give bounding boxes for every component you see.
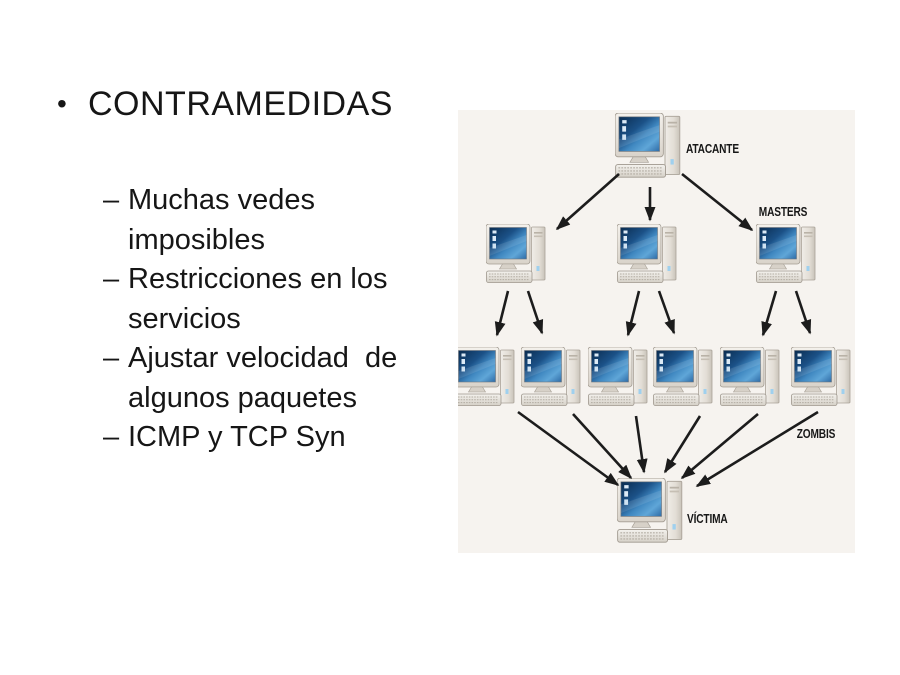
label-attacker: ATACANTE bbox=[686, 142, 739, 156]
item-dash-marker: – bbox=[103, 263, 120, 295]
pc-icon-zombie-6 bbox=[791, 347, 851, 406]
attack-arrows bbox=[494, 172, 819, 488]
title-row: • CONTRAMEDIDAS bbox=[57, 84, 393, 124]
label-zombies: ZOMBIS bbox=[797, 427, 836, 441]
label-victim: VÍCTIMA bbox=[687, 512, 728, 526]
item-line: ICMP y TCP Syn bbox=[128, 421, 346, 453]
pc-icon-zombie-2 bbox=[521, 347, 581, 406]
list-item: – Ajustar velocidad de algunos paquetes bbox=[103, 339, 443, 418]
ddos-diagram: ATACANTE MASTERS ZOMBIS VÍCTIMA bbox=[458, 113, 851, 543]
pc-icon-zombie-5 bbox=[720, 347, 780, 406]
item-dash-marker: – bbox=[103, 184, 120, 216]
item-dash-marker: – bbox=[103, 421, 120, 453]
ddos-diagram-panel: ATACANTE MASTERS ZOMBIS VÍCTIMA bbox=[458, 110, 855, 553]
pc-icon-zombie-1 bbox=[458, 347, 515, 406]
pc-icon-master-3 bbox=[756, 224, 816, 283]
list-item: – Restricciones en los servicios bbox=[103, 260, 443, 339]
item-line: Ajustar velocidad de bbox=[128, 342, 398, 374]
item-text: Restricciones en los servicios bbox=[128, 260, 388, 339]
pc-icon-master-1 bbox=[486, 224, 546, 283]
pc-icon-zombie-4 bbox=[653, 347, 713, 406]
list-item: – Muchas vedes imposibles bbox=[103, 181, 443, 260]
pc-icon-victim bbox=[617, 478, 683, 543]
bullet-list: – Muchas vedes imposibles – Restriccione… bbox=[103, 181, 443, 458]
item-text: Muchas vedes imposibles bbox=[128, 181, 315, 260]
pc-icon-attacker bbox=[615, 113, 681, 178]
item-line: servicios bbox=[128, 302, 241, 335]
page-title: CONTRAMEDIDAS bbox=[88, 85, 393, 123]
item-dash-marker: – bbox=[103, 342, 120, 374]
pc-icon-master-2 bbox=[617, 224, 677, 283]
item-line: Restricciones en los bbox=[128, 263, 388, 295]
label-masters: MASTERS bbox=[759, 205, 808, 219]
item-line: algunos paquetes bbox=[128, 381, 357, 414]
item-text: Ajustar velocidad de algunos paquetes bbox=[128, 339, 397, 418]
pc-icon-zombie-3 bbox=[588, 347, 648, 406]
item-line: imposibles bbox=[128, 223, 265, 256]
list-item: – ICMP y TCP Syn bbox=[103, 418, 443, 458]
item-line: Muchas vedes bbox=[128, 184, 315, 216]
title-bullet-marker: • bbox=[57, 88, 67, 119]
item-text: ICMP y TCP Syn bbox=[128, 418, 346, 458]
